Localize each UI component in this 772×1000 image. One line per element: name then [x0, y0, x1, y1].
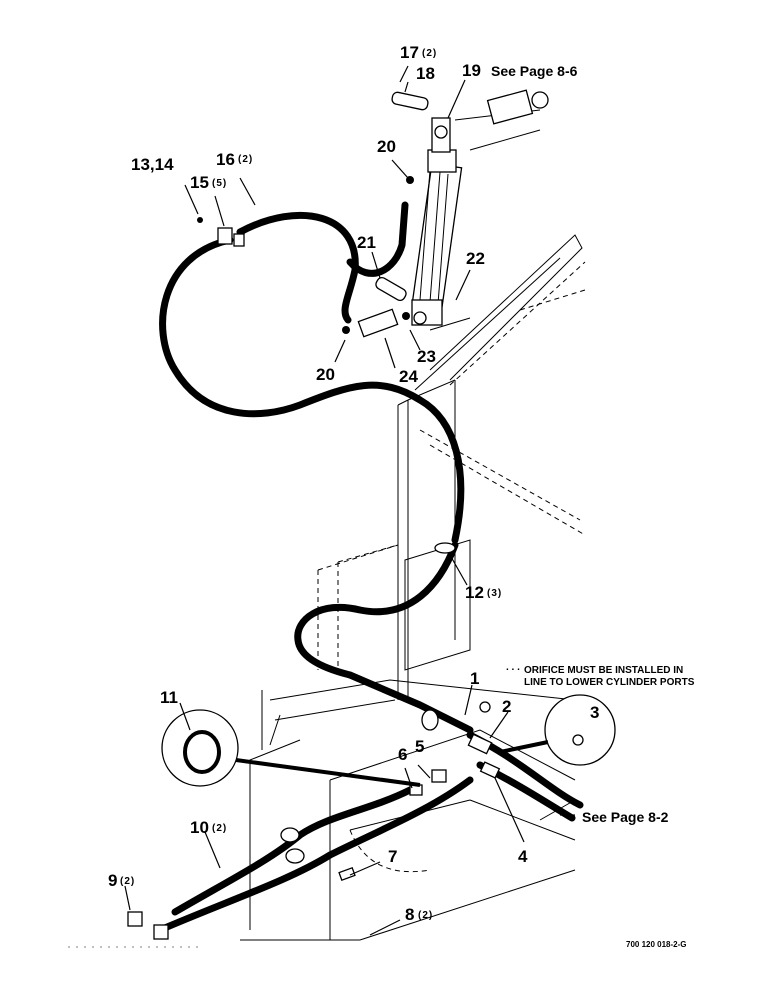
detail-circle-3 — [499, 694, 616, 766]
callout-23: 23 — [417, 347, 436, 366]
callout-21: 21 — [357, 233, 376, 252]
callout-15: 15 (5) — [190, 173, 227, 192]
svg-text:8: 8 — [405, 905, 414, 924]
leader-lines — [124, 65, 575, 936]
callout-20-upper: 20 — [377, 137, 396, 156]
callout-13-14: 13,14 — [131, 155, 174, 174]
callout-9: 9 (2) — [108, 871, 135, 890]
callout-19: 19 See Page 8-6 — [462, 61, 578, 80]
callout-5: 5 — [415, 737, 424, 756]
svg-text:(2): (2) — [418, 910, 433, 921]
svg-text:12: 12 — [465, 583, 484, 602]
hydraulic-hoses — [156, 201, 584, 934]
figure-code: 700 120 018-2-G — [626, 940, 687, 949]
svg-text:19: 19 — [462, 61, 481, 80]
valve-fittings — [127, 701, 501, 940]
svg-text:(2): (2) — [120, 876, 135, 887]
svg-text:(2): (2) — [212, 823, 227, 834]
callout-7: 7 — [388, 847, 397, 866]
hydraulic-cylinder — [197, 89, 549, 338]
callout-17: 17 (2) — [400, 43, 437, 62]
svg-text:(2): (2) — [422, 48, 437, 59]
callout-20-lower: 20 — [316, 365, 335, 384]
svg-text:15: 15 — [190, 173, 209, 192]
svg-text:See Page 8-6: See Page 8-6 — [491, 63, 578, 79]
callout-16: 16 (2) — [216, 150, 253, 169]
callout-18: 18 — [416, 64, 435, 83]
orifice-note: ORIFICE MUST BE INSTALLED IN LINE TO LOW… — [506, 662, 695, 688]
callout-24: 24 — [399, 367, 418, 386]
svg-text:9: 9 — [108, 871, 117, 890]
svg-text:LINE TO LOWER CYLINDER PORTS: LINE TO LOWER CYLINDER PORTS — [524, 677, 695, 688]
svg-text:16: 16 — [216, 150, 235, 169]
callout-3: 3 — [590, 703, 599, 722]
callout-2: 2 — [502, 697, 511, 716]
callout-10: 10 (2) — [190, 818, 227, 837]
svg-text:ORIFICE MUST BE INSTALLED IN: ORIFICE MUST BE INSTALLED IN — [524, 665, 683, 676]
hose-clamps — [280, 542, 456, 864]
callout-8: 8 (2) — [405, 905, 433, 924]
detail-circle-11 — [161, 709, 421, 787]
callout-12: 12 (3) — [465, 583, 502, 602]
svg-text:17: 17 — [400, 43, 419, 62]
callout-1: 1 — [470, 669, 479, 688]
callout-4: 4 — [518, 847, 528, 866]
callout-6: 6 — [398, 745, 407, 764]
svg-text:(5): (5) — [212, 178, 227, 189]
svg-text:(2): (2) — [238, 154, 253, 165]
callout-22: 22 — [466, 249, 485, 268]
see-page-8-2: See Page 8-2 — [582, 809, 669, 825]
svg-text:10: 10 — [190, 818, 209, 837]
svg-text:(3): (3) — [487, 588, 502, 599]
callout-11: 11 — [160, 688, 178, 707]
svg-text:. . .: . . . — [506, 662, 520, 673]
